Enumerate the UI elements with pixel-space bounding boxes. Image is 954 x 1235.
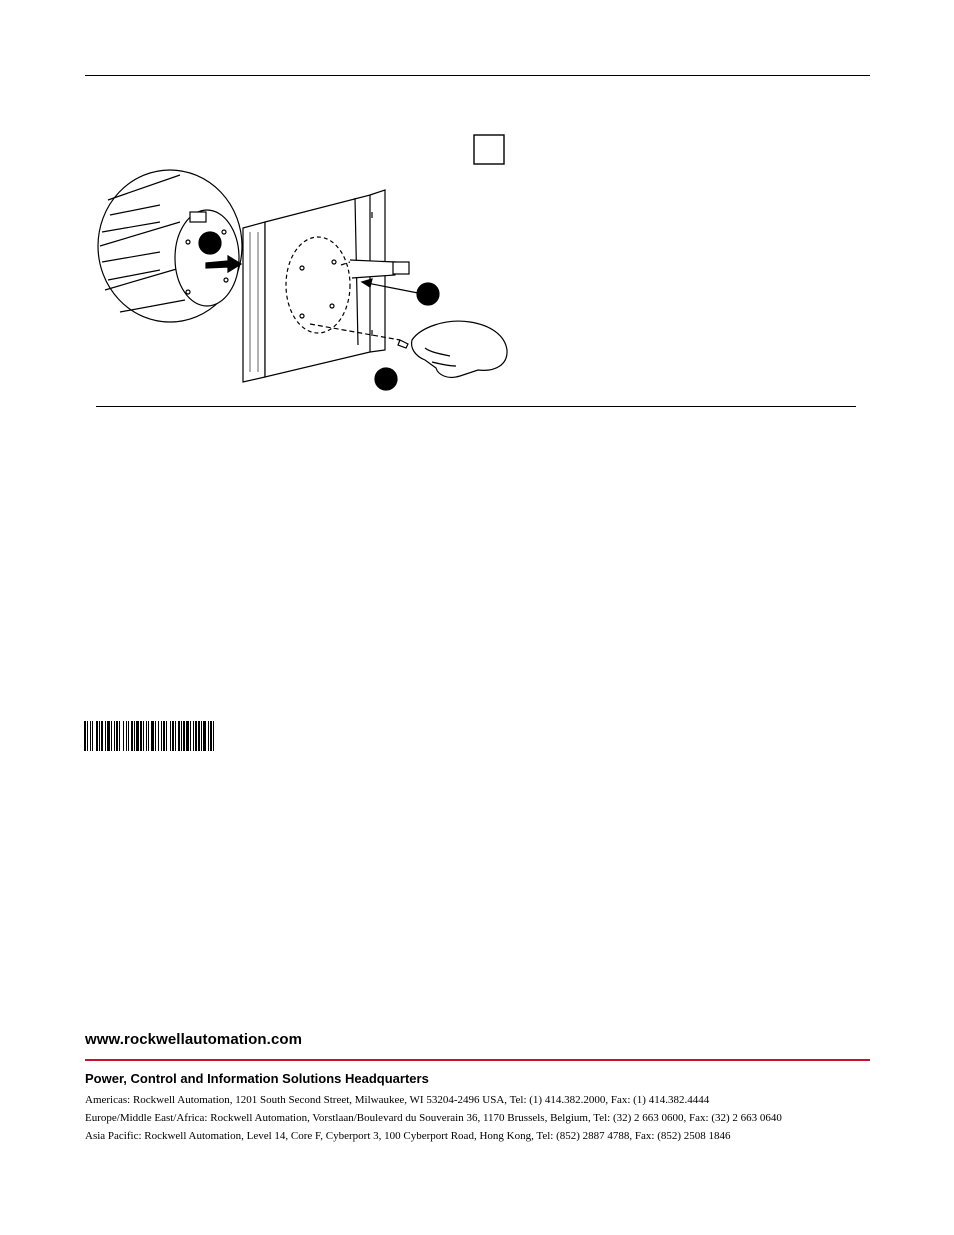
- address-asia-pacific: Asia Pacific: Rockwell Automation, Level…: [85, 1130, 731, 1142]
- mounting-plate-icon: [242, 189, 410, 383]
- step-marker: [198, 231, 222, 255]
- address-emea: Europe/Middle East/Africa: Rockwell Auto…: [85, 1112, 782, 1124]
- top-rule: [85, 75, 870, 76]
- step-marker: [374, 367, 398, 391]
- address-americas: Americas: Rockwell Automation, 1201 Sout…: [85, 1094, 710, 1106]
- figure-divider: [96, 406, 856, 407]
- fan-impeller-icon: [97, 169, 243, 323]
- barcode: [84, 721, 214, 751]
- figure-a-label-box: [473, 134, 505, 165]
- hand-icon: [397, 320, 508, 379]
- website-url[interactable]: www.rockwellautomation.com: [85, 1031, 303, 1048]
- direction-arrow: [205, 254, 243, 274]
- hq-title: Power, Control and Information Solutions…: [85, 1071, 429, 1086]
- step-marker: [416, 282, 440, 306]
- footer-rule: [85, 1059, 870, 1061]
